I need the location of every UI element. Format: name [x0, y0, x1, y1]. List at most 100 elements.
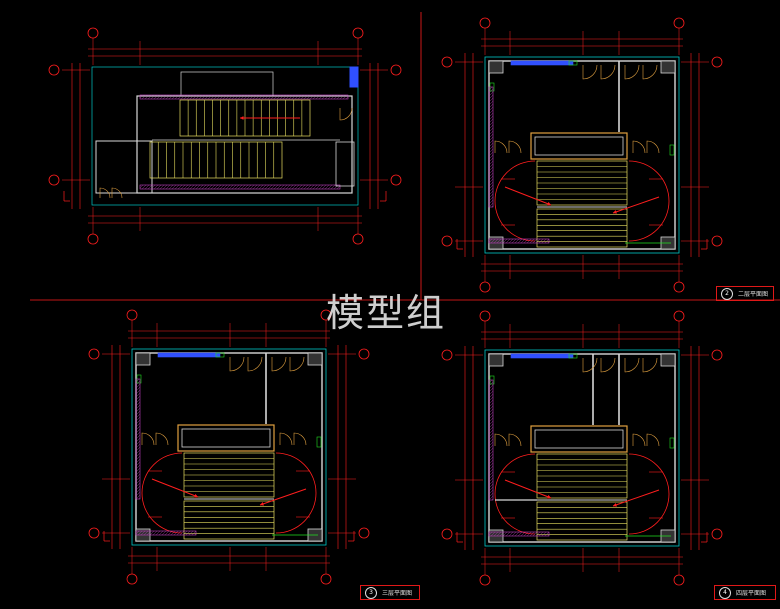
hatch-stroke [152, 530, 158, 536]
hatch-stroke [488, 495, 494, 501]
hatch-stroke [140, 530, 146, 536]
grid-bubble [88, 348, 100, 360]
hatch-stroke [135, 392, 141, 398]
plan-2-door [632, 140, 646, 154]
plan-3-landing-arc [275, 452, 317, 534]
hatch-stroke [508, 238, 514, 244]
hatch-stroke [493, 531, 499, 537]
hatch-stroke [174, 184, 180, 190]
plan-3-fixture [316, 436, 322, 448]
hatch-stroke [490, 238, 496, 244]
grid-bubble [479, 17, 491, 29]
grid-bubble [358, 348, 370, 360]
hatch-stroke [228, 94, 234, 100]
hatch-stroke [488, 531, 493, 536]
hatch-stroke [488, 166, 494, 172]
hatch-stroke [225, 94, 231, 100]
hatch-stroke [488, 480, 494, 486]
hatch-stroke [529, 238, 535, 244]
plan-3-arrow [151, 478, 199, 498]
plan-4-door [494, 433, 508, 447]
hatch-stroke [135, 449, 141, 455]
hatch-stroke [252, 94, 258, 100]
hatch-stroke [488, 169, 494, 175]
hatch-stroke [147, 94, 153, 100]
plan-2-door [642, 64, 658, 80]
grid-bubble [479, 574, 491, 586]
hatch-stroke [135, 416, 141, 422]
hatch-stroke [488, 438, 494, 444]
hatch-stroke [488, 390, 494, 396]
hatch-stroke [488, 100, 494, 106]
hatch-stroke [264, 94, 270, 100]
hatch-stroke [183, 184, 189, 190]
plan-2-arrow-head [613, 210, 617, 214]
hatch-stroke [488, 411, 494, 417]
hatch-stroke [488, 477, 494, 483]
hatch-stroke [188, 530, 194, 536]
hatch-stroke [216, 184, 222, 190]
hatch-stroke [488, 387, 494, 393]
plan-1-door [339, 107, 353, 121]
grid-bubble [441, 56, 453, 68]
hatch-stroke [135, 485, 141, 491]
plan-1-door [99, 187, 111, 199]
plan-1-core-wall [136, 95, 353, 194]
hatch-stroke [135, 452, 141, 458]
watermark-text: 模型组 [326, 291, 447, 335]
hatch-stroke [303, 184, 309, 190]
hatch-stroke [511, 238, 517, 244]
hatch-stroke [267, 94, 273, 100]
hatch-stroke [315, 94, 321, 100]
plan-4-well-inner [534, 429, 624, 449]
hatch-stroke [488, 402, 494, 408]
hatch-stroke [186, 94, 192, 100]
hatch-stroke [279, 184, 285, 190]
hatch-stroke [488, 420, 494, 426]
hatch-stroke [488, 471, 494, 477]
hatch-stroke [147, 184, 153, 190]
hatch-stroke [150, 184, 156, 190]
hatch-stroke [342, 94, 348, 100]
hatch-stroke [488, 130, 494, 136]
hatch-stroke [330, 184, 336, 190]
plan-4-door [646, 433, 660, 447]
hatch-stroke [170, 530, 176, 536]
hatch-stroke [488, 196, 494, 202]
hatch-stroke [488, 127, 494, 133]
hatch-stroke [192, 94, 198, 100]
plan-2-landing-arc [628, 160, 670, 242]
hatch-stroke [192, 184, 198, 190]
plan-2-door [582, 64, 598, 80]
plan-2-beam [510, 60, 574, 66]
hatch-stroke [237, 94, 243, 100]
hatch-stroke [135, 443, 141, 449]
hatch-stroke [167, 530, 173, 536]
hatch-stroke [162, 94, 168, 100]
hatch-stroke [135, 488, 141, 494]
plan-1-opening [180, 71, 274, 97]
hatch-stroke [488, 486, 494, 492]
hatch-stroke [488, 408, 494, 414]
hatch-stroke [135, 494, 141, 500]
hatch-stroke [189, 184, 195, 190]
hatch-stroke [210, 184, 216, 190]
hatch-stroke [488, 456, 494, 462]
hatch-stroke [488, 238, 493, 243]
plan-3-column [307, 352, 323, 366]
grid-bubble [352, 27, 364, 39]
plan-4-door [582, 357, 598, 373]
plan-4-arrow [612, 489, 660, 507]
hatch-stroke [541, 531, 547, 537]
plan-3 [88, 309, 370, 585]
hatch-stroke [488, 426, 494, 432]
hatch-stroke [153, 184, 159, 190]
hatch-stroke [324, 94, 330, 100]
hatch-stroke [488, 393, 494, 399]
hatch-stroke [291, 94, 297, 100]
hatch-stroke [499, 238, 505, 244]
hatch-stroke [488, 417, 494, 423]
hatch-stroke [137, 530, 143, 536]
hatch-stroke [488, 157, 494, 163]
hatch-stroke [532, 531, 538, 537]
